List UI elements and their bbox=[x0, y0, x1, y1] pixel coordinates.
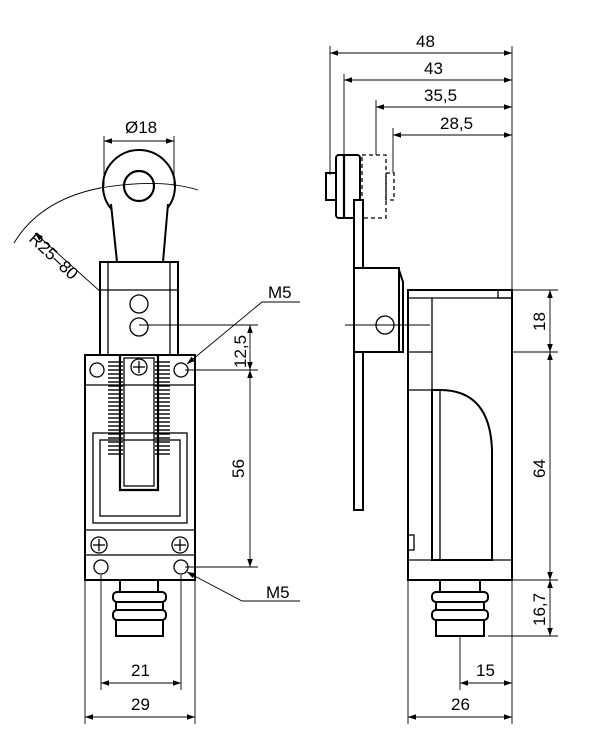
mount-hole-top-left bbox=[89, 362, 105, 378]
cable-gland-side bbox=[431, 579, 489, 637]
dim-label-28-5: 28,5 bbox=[440, 114, 473, 133]
spring-left bbox=[108, 361, 123, 455]
front-view: R25–80 Ø18 bbox=[13, 118, 300, 724]
cable-gland-front bbox=[112, 579, 167, 637]
dim-label-26: 26 bbox=[451, 695, 470, 714]
mount-hole-bottom-left bbox=[93, 559, 109, 575]
lever-rod bbox=[353, 199, 364, 511]
radius-label: R25–80 bbox=[25, 229, 82, 284]
screw-bottom-right bbox=[171, 536, 189, 554]
radius-arc bbox=[13, 183, 199, 244]
m5-top-label: M5 bbox=[268, 283, 292, 302]
lever-arm bbox=[110, 203, 169, 263]
dim-label-18: 18 bbox=[530, 312, 549, 331]
dim-label-43: 43 bbox=[424, 59, 443, 78]
dim-label-56: 56 bbox=[229, 459, 248, 478]
actuator-block-side bbox=[353, 267, 404, 353]
dim-label-29: 29 bbox=[131, 695, 150, 714]
m5-bottom-leader bbox=[186, 571, 300, 602]
screw-top bbox=[130, 358, 148, 376]
diameter-label: Ø18 bbox=[125, 118, 157, 137]
switch-housing bbox=[84, 354, 196, 581]
side-view: 48 43 35,5 28,5 18 64 16,7 15 26 bbox=[325, 32, 558, 724]
screw-bottom-left bbox=[90, 536, 108, 554]
spring-right bbox=[155, 361, 170, 455]
dim-label-64: 64 bbox=[530, 459, 549, 478]
housing-side bbox=[407, 289, 513, 581]
dim-label-35-5: 35,5 bbox=[424, 86, 457, 105]
m5-top-leader bbox=[186, 301, 300, 365]
m5-bottom-label: M5 bbox=[266, 583, 290, 602]
dim-label-16-7: 16,7 bbox=[530, 593, 549, 626]
dim-label-12-5: 12,5 bbox=[231, 335, 250, 368]
dim-label-15: 15 bbox=[476, 661, 495, 680]
dim-label-21: 21 bbox=[131, 661, 150, 680]
actuator-head bbox=[99, 261, 179, 356]
dim-label-48: 48 bbox=[416, 32, 435, 51]
